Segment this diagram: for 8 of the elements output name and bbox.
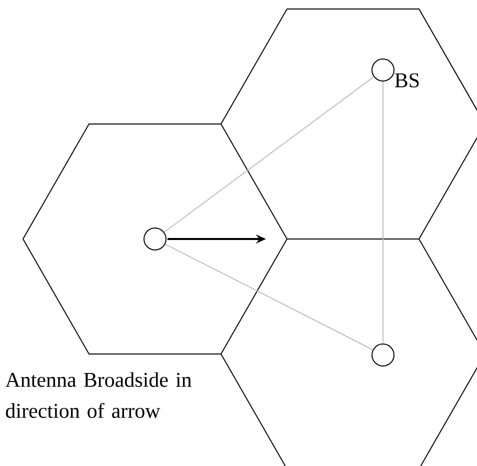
link-line [164, 244, 373, 350]
station-circle [144, 228, 166, 250]
caption-text: Antenna Broadside in direction of arrow [5, 372, 192, 418]
link-line [382, 81, 384, 344]
station-circle [372, 344, 394, 366]
station-label: BS [394, 73, 419, 88]
link-line [164, 76, 374, 233]
station-circle [372, 58, 394, 82]
